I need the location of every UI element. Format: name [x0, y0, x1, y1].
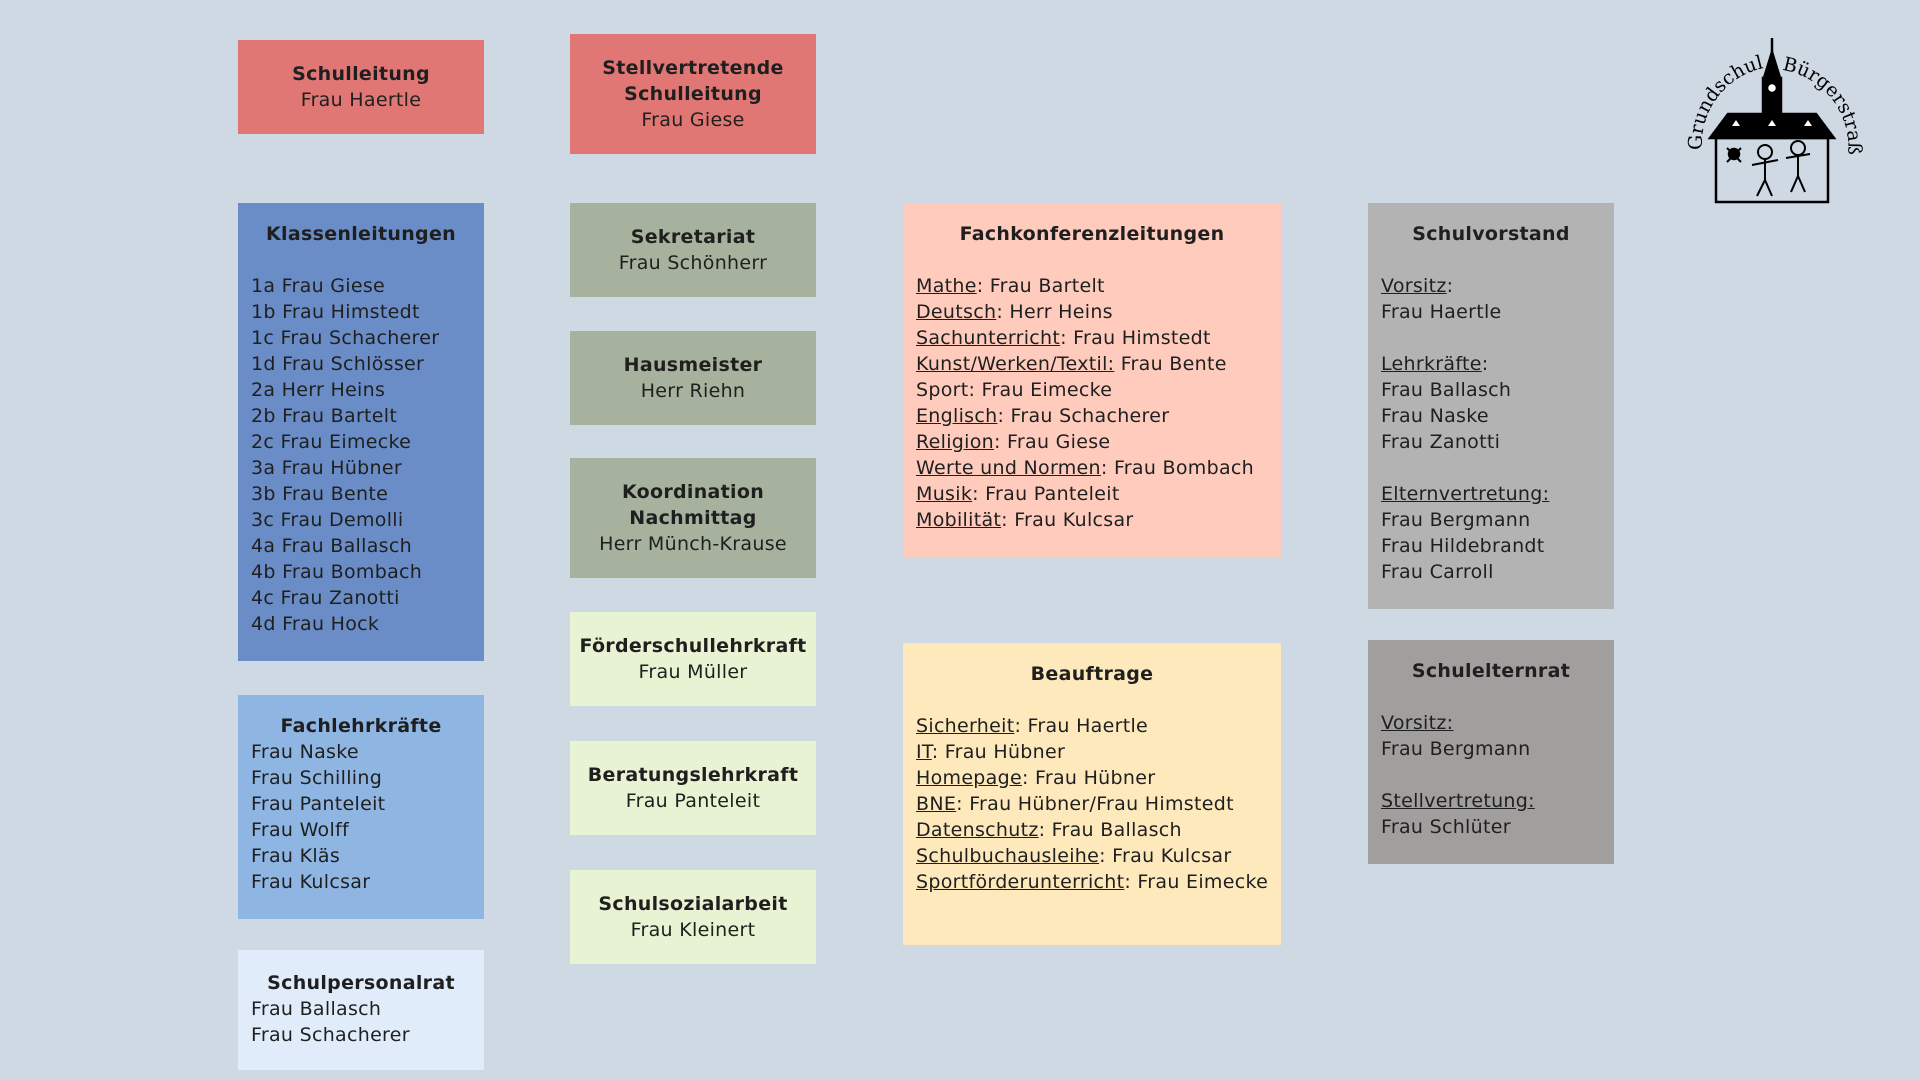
list-item: Sport: Frau Eimecke [916, 379, 1113, 401]
elternvertretung-label: Elternvertretung: [1381, 483, 1550, 505]
list-item: Musik: Frau Panteleit [916, 483, 1120, 505]
schulvorstand-box: Schulvorstand Vorsitz: Frau Haertle Lehr… [1368, 203, 1614, 609]
list-item: Frau Naske [251, 741, 359, 763]
list-item: Frau Panteleit [251, 793, 386, 815]
list-item: Frau Hildebrandt [1381, 535, 1545, 557]
list-item: 2c Frau Eimecke [251, 431, 412, 453]
list-item: Frau Naske [1381, 405, 1489, 427]
school-building-icon [1707, 38, 1837, 204]
beauftrage-title: Beauftrage [1030, 663, 1154, 685]
list-item: Werte und Normen: Frau Bombach [916, 457, 1254, 479]
koordination-box: Koordination Nachmittag Herr Münch-Kraus… [570, 458, 816, 578]
klassenleitungen-title: Klassenleitungen [266, 223, 456, 245]
beratung-title: Beratungslehrkraft [587, 764, 799, 786]
list-item: 1c Frau Schacherer [251, 327, 440, 349]
list-item: Frau Kläs [251, 845, 341, 867]
list-item: Homepage: Frau Hübner [916, 767, 1156, 789]
foerder-box: Förderschullehrkraft Frau Müller [570, 612, 816, 706]
list-item: Deutsch: Herr Heins [916, 301, 1113, 323]
schulelternrat-title: Schulelternrat [1411, 660, 1571, 682]
fachlehrkraefte-box: Fachlehrkräfte Frau Naske Frau Schilling… [238, 695, 484, 919]
list-item: 4b Frau Bombach [251, 561, 423, 583]
foerder-title: Förderschullehrkraft [579, 635, 807, 657]
klassenleitungen-box: Klassenleitungen 1a Frau Giese 1b Frau H… [238, 203, 484, 661]
stellvertretung-title-2: Schulleitung [624, 83, 762, 105]
sekretariat-title: Sekretariat [630, 226, 756, 248]
list-item: Sachunterricht: Frau Himstedt [916, 327, 1211, 349]
list-item: Religion: Frau Giese [916, 431, 1111, 453]
list-item: Frau Haertle [1381, 301, 1502, 323]
list-item: Frau Schilling [251, 767, 383, 789]
list-item: Frau Schacherer [251, 1024, 410, 1046]
schulleitung-name: Frau Haertle [300, 89, 422, 111]
list-item: Frau Carroll [1381, 561, 1494, 583]
list-item: 1d Frau Schlösser [251, 353, 425, 375]
list-item: Frau Kulcsar [251, 871, 371, 893]
schulleitung-title: Schulleitung [292, 63, 430, 85]
koordination-title-2: Nachmittag [629, 507, 757, 529]
list-item: Mobilität: Frau Kulcsar [916, 509, 1134, 531]
koordination-title-1: Koordination [621, 481, 765, 503]
list-item: 2b Frau Bartelt [251, 405, 398, 427]
list-item: 3a Frau Hübner [251, 457, 402, 479]
school-logo: Grundschule Bürgerstraße [1672, 30, 1865, 204]
list-item: Schulbuchausleihe: Frau Kulcsar [916, 845, 1232, 867]
schulpersonalrat-title: Schulpersonalrat [267, 972, 455, 994]
list-item: 2a Herr Heins [251, 379, 386, 401]
list-item: IT: Frau Hübner [916, 741, 1066, 763]
list-item: Englisch: Frau Schacherer [916, 405, 1170, 427]
list-item: Frau Wolff [251, 819, 350, 841]
list-item: Kunst/Werken/Textil: Frau Bente [916, 353, 1227, 375]
schulpersonalrat-box: Schulpersonalrat Frau Ballasch Frau Scha… [238, 950, 484, 1070]
fachkonferenz-title: Fachkonferenzleitungen [959, 223, 1225, 245]
list-item: BNE: Frau Hübner/Frau Himstedt [916, 793, 1234, 815]
hausmeister-box: Hausmeister Herr Riehn [570, 331, 816, 425]
sekretariat-name: Frau Schönherr [618, 252, 768, 274]
stellvertretung-title-1: Stellvertretende [602, 57, 784, 79]
beauftrage-box: Beauftrage Sicherheit: Frau Haertle IT: … [903, 643, 1281, 945]
list-item: Frau Bergmann [1381, 738, 1531, 760]
stellvertretung-name: Frau Giese [641, 109, 745, 131]
list-item: Mathe: Frau Bartelt [916, 275, 1105, 297]
list-item: 4a Frau Ballasch [251, 535, 412, 557]
list-item: Frau Ballasch [1381, 379, 1512, 401]
list-item: Frau Bergmann [1381, 509, 1531, 531]
hausmeister-title: Hausmeister [623, 354, 763, 376]
list-item: Datenschutz: Frau Ballasch [916, 819, 1182, 841]
schulelternrat-box: Schulelternrat Vorsitz: Frau Bergmann St… [1368, 640, 1614, 864]
list-item: 1b Frau Himstedt [251, 301, 420, 323]
stellvertretung-label: Stellvertretung: [1381, 790, 1535, 812]
vorsitz-label: Vorsitz: [1381, 275, 1454, 297]
sozial-name: Frau Kleinert [630, 919, 756, 941]
schulvorstand-title: Schulvorstand [1412, 223, 1570, 245]
klassenleitungen-list: 1a Frau Giese 1b Frau Himstedt 1c Frau S… [251, 273, 471, 637]
beratung-box: Beratungslehrkraft Frau Panteleit [570, 741, 816, 835]
list-item: 4c Frau Zanotti [251, 587, 400, 609]
fachkonferenz-box: Fachkonferenzleitungen Mathe: Frau Barte… [903, 203, 1281, 557]
list-item: Sicherheit: Frau Haertle [916, 715, 1149, 737]
list-item: Frau Ballasch [251, 998, 382, 1020]
list-item: Frau Schlüter [1381, 816, 1511, 838]
list-item: 4d Frau Hock [251, 613, 380, 635]
sozial-title: Schulsozialarbeit [598, 893, 788, 915]
koordination-name: Herr Münch-Krause [599, 533, 787, 555]
hausmeister-name: Herr Riehn [640, 380, 746, 402]
vorsitz-label: Vorsitz: [1381, 712, 1454, 734]
schulleitung-box: Schulleitung Frau Haertle [238, 40, 484, 134]
list-item: Frau Zanotti [1381, 431, 1501, 453]
list-item: 3b Frau Bente [251, 483, 389, 505]
stellvertretung-box: Stellvertretende Schulleitung Frau Giese [570, 34, 816, 154]
foerder-name: Frau Müller [638, 661, 748, 683]
list-item: 3c Frau Demolli [251, 509, 404, 531]
fachlehrkraefte-title: Fachlehrkräfte [280, 715, 442, 737]
list-item: 1a Frau Giese [251, 275, 386, 297]
beratung-name: Frau Panteleit [625, 790, 761, 812]
sozial-box: Schulsozialarbeit Frau Kleinert [570, 870, 816, 964]
sekretariat-box: Sekretariat Frau Schönherr [570, 203, 816, 297]
list-item: Sportförderunterricht: Frau Eimecke [916, 871, 1269, 893]
lehrkraefte-label: Lehrkräfte: [1381, 353, 1489, 375]
